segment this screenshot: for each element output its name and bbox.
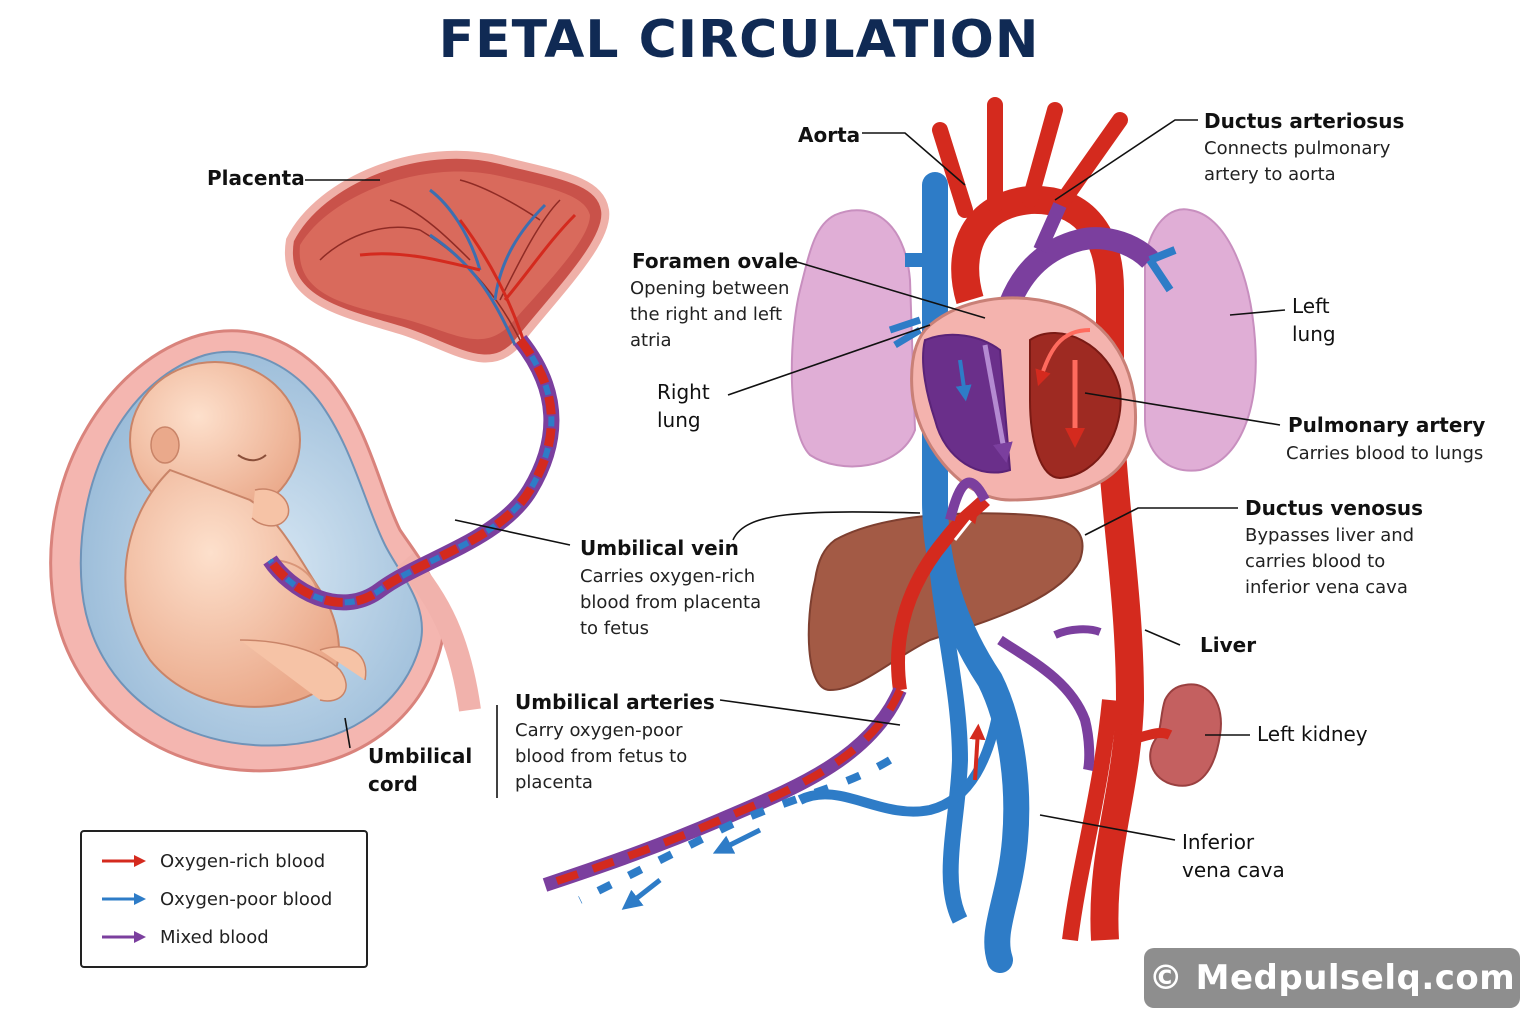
legend-label: Mixed blood (160, 926, 269, 948)
label-placenta: Placenta (207, 166, 305, 190)
blue-arrow-icon (102, 893, 146, 905)
label-aorta: Aorta (798, 123, 861, 147)
label-liver: Liver (1200, 633, 1257, 657)
legend-label: Oxygen-rich blood (160, 850, 326, 872)
desc-umbilical-vein: Carries oxygen-rich blood from placenta … (580, 566, 762, 639)
purple-arrow-icon (102, 931, 146, 943)
heart (910, 296, 1138, 502)
right-lung (790, 209, 917, 468)
umbilical-cord-right (542, 687, 986, 910)
desc-ductus-venosus: Bypasses liver and carries blood to infe… (1245, 525, 1415, 598)
label-inferior-vena-cava: Inferior vena cava (1182, 830, 1285, 882)
desc-pulmonary-artery: Carries blood to lungs (1286, 443, 1484, 464)
legend-item-oxygen-poor: Oxygen-poor blood (100, 884, 332, 914)
legend-item-mixed: Mixed blood (100, 922, 269, 952)
vena-cava (905, 172, 1030, 973)
label-pulmonary-artery: Pulmonary artery (1288, 413, 1486, 437)
label-umbilical-cord: Umbilical cord (368, 744, 473, 796)
leader-lines (305, 119, 1286, 841)
left-lung (1144, 208, 1257, 472)
legend: Oxygen-rich blood Oxygen-poor blood Mixe… (80, 830, 368, 968)
label-ductus-venosus: Ductus venosus (1245, 496, 1423, 520)
label-umbilical-arteries: Umbilical arteries (515, 690, 715, 714)
label-left-kidney: Left kidney (1257, 722, 1368, 746)
left-kidney (1149, 683, 1222, 787)
desc-ductus-arteriosus: Connects pulmonary artery to aorta (1204, 138, 1391, 185)
page-title: FETAL CIRCULATION (438, 10, 1040, 70)
legend-item-oxygen-rich: Oxygen-rich blood (100, 846, 325, 876)
umbilical-cord (263, 335, 560, 611)
desc-umbilical-arteries: Carry oxygen-poor blood from fetus to pl… (515, 720, 688, 793)
label-right-lung: Right lung (657, 380, 710, 432)
umbilical-arteries-vessel (797, 625, 1102, 817)
label-umbilical-vein: Umbilical vein (580, 536, 739, 560)
watermark: © Medpulselq.com (1144, 948, 1520, 1008)
label-foramen-ovale: Foramen ovale (632, 249, 799, 273)
ductus-venosus-vessel (891, 477, 990, 691)
placenta (284, 150, 610, 363)
label-left-lung: Left lung (1292, 294, 1336, 346)
red-arrow-icon (102, 855, 146, 867)
label-ductus-arteriosus: Ductus arteriosus (1204, 109, 1405, 133)
desc-foramen-ovale: Opening between the right and left atria (630, 278, 790, 351)
fetus (124, 361, 367, 708)
legend-label: Oxygen-poor blood (160, 888, 333, 910)
